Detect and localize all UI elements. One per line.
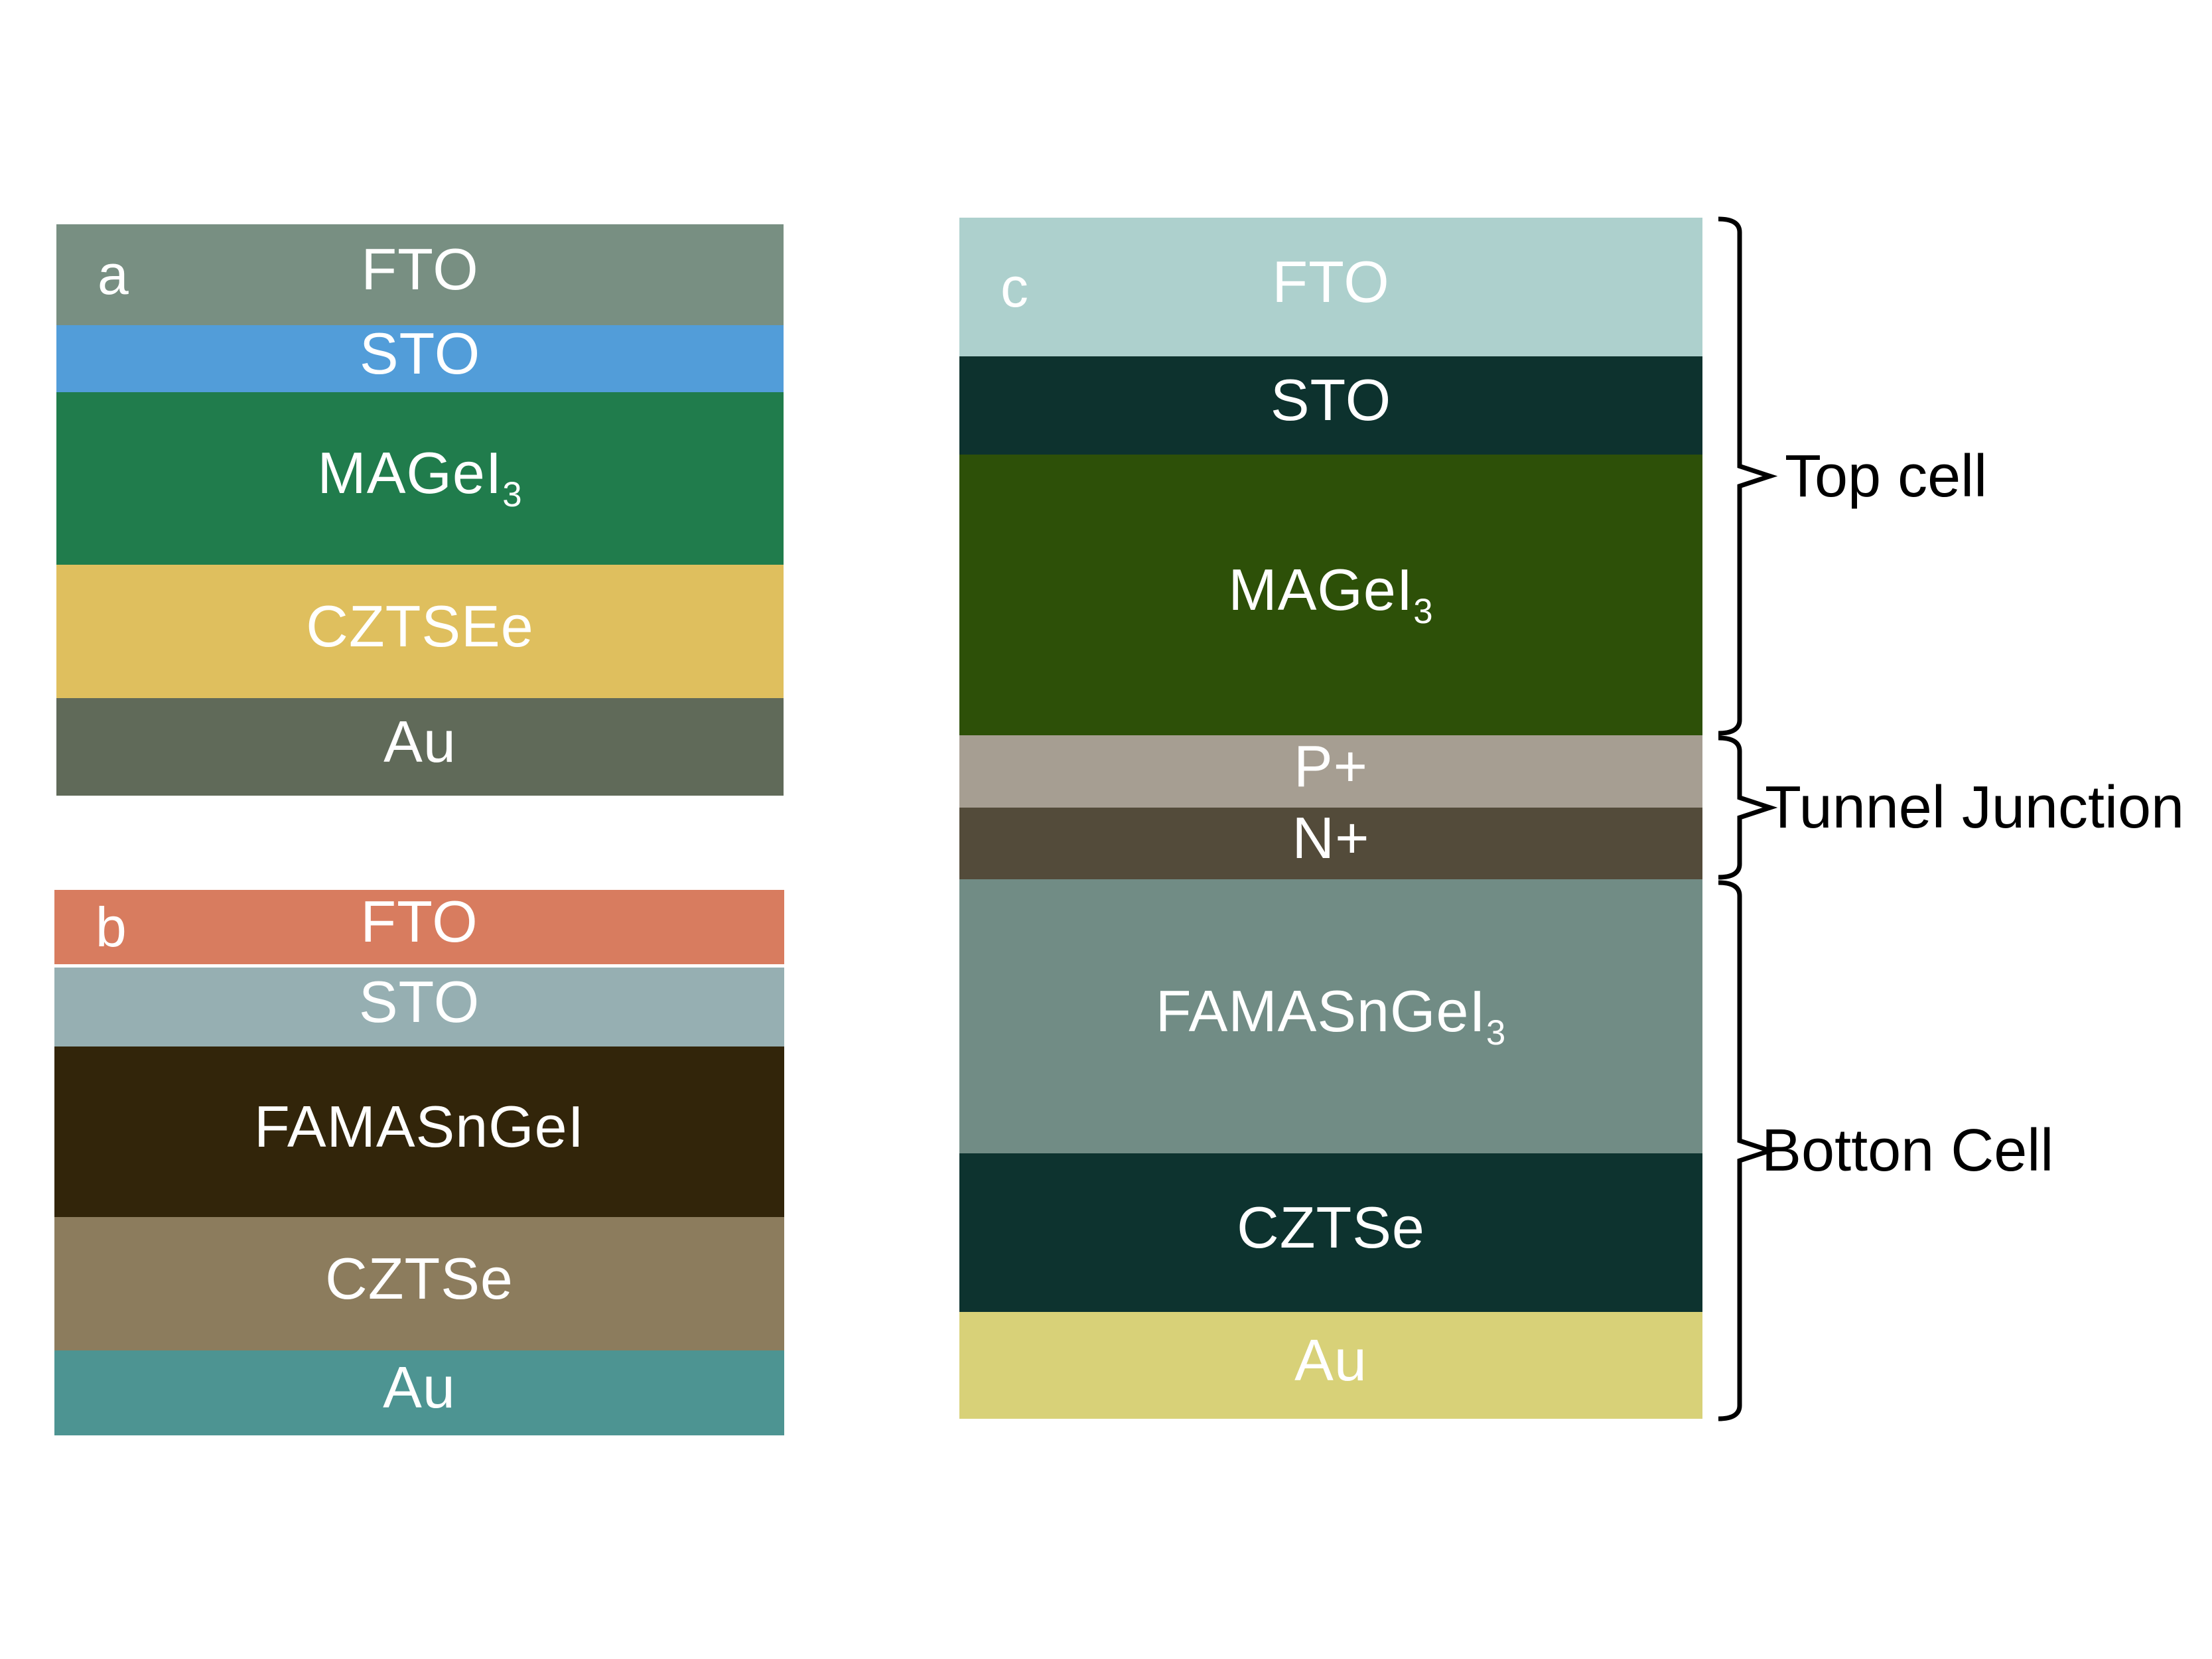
layer-cztse-b: CZTSe: [54, 1217, 784, 1350]
layer-label: FAMASnGeI3: [1156, 981, 1507, 1052]
brace-tunnel-junction: [1718, 735, 1778, 880]
layer-fto-a: FTO: [56, 224, 784, 325]
layer-label-subscript: 3: [1486, 1013, 1507, 1052]
panel-letter-a: a: [98, 244, 129, 306]
layer-label-text: CZTSe: [1237, 1194, 1425, 1260]
layer-au-b: Au: [54, 1350, 784, 1435]
layer-label-text: FTO: [1272, 248, 1390, 315]
layer-label: MAGeI3: [1228, 560, 1434, 631]
layer-label-text: STO: [358, 968, 480, 1035]
layer-label: STO: [359, 972, 480, 1042]
layer-label-text: FTO: [361, 236, 479, 303]
layer-label: Au: [1294, 1331, 1367, 1400]
layer-label-text: Au: [383, 1354, 456, 1421]
layer-label-text: CZTSEe: [306, 593, 534, 659]
layer-label-text: MAGeI: [1228, 556, 1414, 622]
layer-label: FTO: [360, 893, 478, 962]
layer-label: FTO: [1272, 252, 1389, 322]
layer-label-text: FAMASnGeI: [1155, 977, 1486, 1044]
layer-famasngei-c: FAMASnGeI3: [959, 879, 1702, 1153]
layer-label: CZTSe: [325, 1249, 514, 1319]
layer-sto-b: STO: [54, 968, 784, 1046]
annotation-label-top-cell: Top cell: [1785, 443, 1988, 510]
layer-fto-b: FTO: [54, 890, 784, 964]
layer-label-text: P+: [1293, 733, 1369, 799]
layer-label-text: FTO: [360, 889, 478, 955]
layer-label: Au: [383, 1358, 456, 1427]
layer-label-subscript: 3: [502, 475, 523, 515]
layer-label-subscript: 3: [1413, 591, 1434, 631]
layer-label: STO: [1271, 371, 1391, 440]
layer-cztse-c: CZTSe: [959, 1153, 1702, 1312]
layer-famasngei-b: FAMASnGeI: [54, 1046, 784, 1217]
layer-label: FAMASnGeI: [254, 1097, 585, 1167]
layer-label-text: MAGeI: [317, 440, 503, 506]
layer-label: CZTSEe: [306, 597, 533, 666]
layer-label: N+: [1292, 809, 1370, 878]
layer-label: P+: [1294, 737, 1368, 806]
layer-label: Au: [383, 712, 456, 782]
layer-label: FTO: [361, 240, 478, 309]
layer-label-text: Au: [383, 708, 456, 774]
layer-label-text: Au: [1294, 1327, 1367, 1393]
layer-label-text: CZTSe: [325, 1245, 514, 1311]
layer-label-text: STO: [359, 320, 481, 386]
layer-magei-a: MAGeI3: [56, 392, 784, 565]
layer-label: CZTSe: [1237, 1198, 1425, 1267]
layer-magei-c: MAGeI3: [959, 455, 1702, 735]
layer-sto-c: STO: [959, 356, 1702, 455]
layer-n-c: N+: [959, 808, 1702, 879]
brace-top-cell: [1718, 216, 1778, 736]
layer-au-c: Au: [959, 1312, 1702, 1419]
layer-label-text: N+: [1292, 805, 1370, 871]
layer-au-a: Au: [56, 698, 784, 796]
layer-label-text: STO: [1270, 367, 1392, 433]
layer-sto-a: STO: [56, 324, 784, 394]
layer-cztsee-a: CZTSEe: [56, 565, 784, 698]
layer-label: STO: [360, 324, 480, 394]
layer-label: MAGeI3: [317, 444, 522, 513]
layer-fto-c: FTO: [959, 218, 1702, 356]
panel-letter-b: b: [96, 896, 127, 958]
annotation-label-botton-cell: Botton Cell: [1762, 1118, 2054, 1184]
annotation-label-tunnel-junction: Tunnel Junction: [1765, 774, 2185, 841]
layer-label-text: FAMASnGeI: [253, 1093, 585, 1159]
panel-letter-c: c: [1001, 255, 1028, 319]
layer-p-c: P+: [959, 735, 1702, 808]
